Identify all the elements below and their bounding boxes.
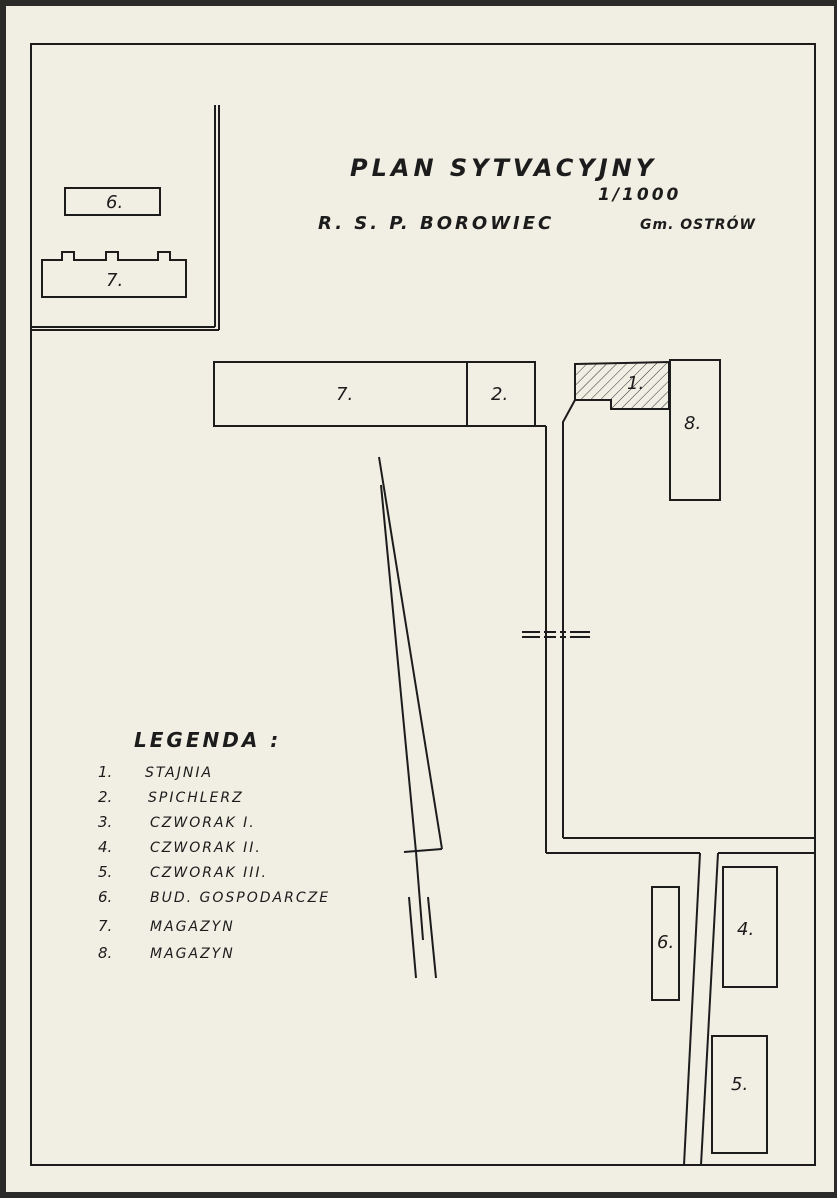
building-main-2 bbox=[466, 361, 536, 427]
building-lower-5-label: 5. bbox=[731, 1074, 748, 1095]
legend-item-num: 8. bbox=[98, 944, 112, 962]
legend-item-num: 1. bbox=[98, 763, 112, 781]
plan-title: PLAN SYTVACYJNY bbox=[350, 154, 657, 182]
building-main-8-label: 8. bbox=[684, 413, 701, 434]
building-main-8 bbox=[669, 359, 721, 501]
plan-scale: 1/1000 bbox=[598, 185, 681, 205]
legend-item-text: MAGAZYN bbox=[150, 919, 235, 935]
building-upper-7 bbox=[41, 251, 187, 298]
building-lower-6 bbox=[651, 886, 680, 1001]
building-upper-6-label: 6. bbox=[106, 192, 123, 213]
north-arrow bbox=[378, 456, 443, 979]
legend-item-num: 2. bbox=[98, 788, 112, 806]
building-main-1-label: 1. bbox=[627, 373, 644, 394]
building-main-2-label: 2. bbox=[491, 384, 508, 405]
legend-item-text: CZWORAK II. bbox=[150, 840, 262, 856]
road bbox=[522, 399, 815, 1166]
plan-subtitle: R. S. P. BOROWIEC bbox=[318, 213, 554, 234]
building-main-7-label: 7. bbox=[336, 384, 353, 405]
legend-title: LEGENDA : bbox=[134, 728, 281, 752]
legend-item-num: 6. bbox=[98, 888, 112, 906]
building-lower-4 bbox=[722, 866, 778, 988]
legend-item-text: MAGAZYN bbox=[150, 946, 235, 962]
plan-subtitle-gmina: Gm. OSTRÓW bbox=[640, 215, 756, 233]
legend-item-num: 7. bbox=[98, 917, 112, 935]
building-lower-6-label: 6. bbox=[657, 932, 674, 953]
building-upper-7-label: 7. bbox=[106, 270, 123, 291]
building-lower-5 bbox=[711, 1035, 768, 1154]
legend-item-text: CZWORAK I. bbox=[150, 815, 256, 831]
building-upper-6 bbox=[64, 187, 161, 216]
legend-item-text: CZWORAK III. bbox=[150, 865, 268, 881]
legend-item-num: 5. bbox=[98, 863, 112, 881]
legend-item-num: 3. bbox=[98, 813, 112, 831]
legend: LEGENDA : 1. STAJNIA 2. SPICHLERZ 3. CZW… bbox=[98, 728, 330, 962]
legend-item-num: 4. bbox=[98, 838, 112, 856]
legend-item-text: STAJNIA bbox=[145, 765, 213, 781]
drawing-frame bbox=[30, 43, 816, 1166]
legend-item-text: SPICHLERZ bbox=[148, 790, 244, 806]
paper bbox=[6, 6, 834, 1192]
upper-left-enclosure bbox=[31, 105, 220, 331]
building-lower-4-label: 4. bbox=[737, 919, 754, 940]
legend-item-text: BUD. GOSPODARCZE bbox=[150, 890, 330, 906]
